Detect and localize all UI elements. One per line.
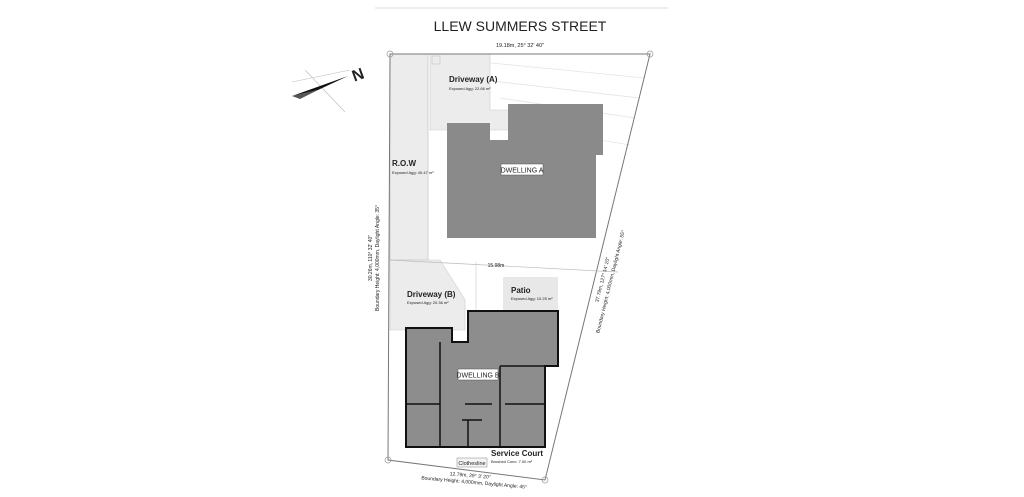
row-sub: Exposed Agg: 40.47 m² — [392, 170, 434, 175]
dwelling-b-walls — [406, 342, 545, 447]
north-label: N — [350, 66, 367, 86]
driveway-a-paving — [429, 53, 511, 131]
street-name: LLEW SUMMERS STREET — [434, 18, 607, 34]
service-court-label: Service Court — [491, 449, 543, 458]
survey-pegs — [384, 50, 654, 484]
dim-middle: 15.98m — [488, 263, 505, 269]
driveway-b-paving — [389, 259, 466, 331]
bin-marker — [431, 55, 441, 65]
north-arrow-icon — [291, 69, 351, 113]
driveway-b-sub: Exposed Agg: 20.36 m² — [407, 300, 449, 305]
dwelling-b-label: DWELLING B — [456, 373, 500, 380]
dwelling-a-label-box — [500, 163, 544, 176]
dim-bottom: 12.79m, 29° 3' 20" — [449, 471, 490, 481]
service-court-sub: Brushed Conc: 7.00 m² — [491, 459, 533, 464]
driveway-a-label: Driveway (A) — [449, 75, 498, 84]
patio-paving — [503, 277, 558, 311]
dwelling-b-label-box — [457, 368, 499, 381]
clothesline-box — [456, 457, 488, 468]
site-boundary — [387, 53, 651, 481]
clothesline-label: Clothesline — [458, 461, 485, 467]
dim-left-sub: Boundary Height: 4,000mm, Daylight Angle… — [375, 205, 381, 311]
patio-sub: Exposed Agg: 10.25 m² — [511, 296, 553, 301]
dim-top: 19.18m, 25° 32' 40" — [496, 43, 544, 49]
row-label: R.O.W — [392, 159, 416, 168]
driveway-b-label: Driveway (B) — [407, 290, 456, 299]
internal-boundary — [389, 259, 619, 273]
driveway-a-sub: Exposed Agg: 22.66 m² — [449, 86, 491, 91]
dwelling-a-label: DWELLING A — [501, 168, 544, 175]
patio-label: Patio — [511, 286, 531, 295]
dim-left: 30.26m, 110° 32' 40" — [368, 235, 374, 281]
row-paving — [389, 53, 429, 261]
